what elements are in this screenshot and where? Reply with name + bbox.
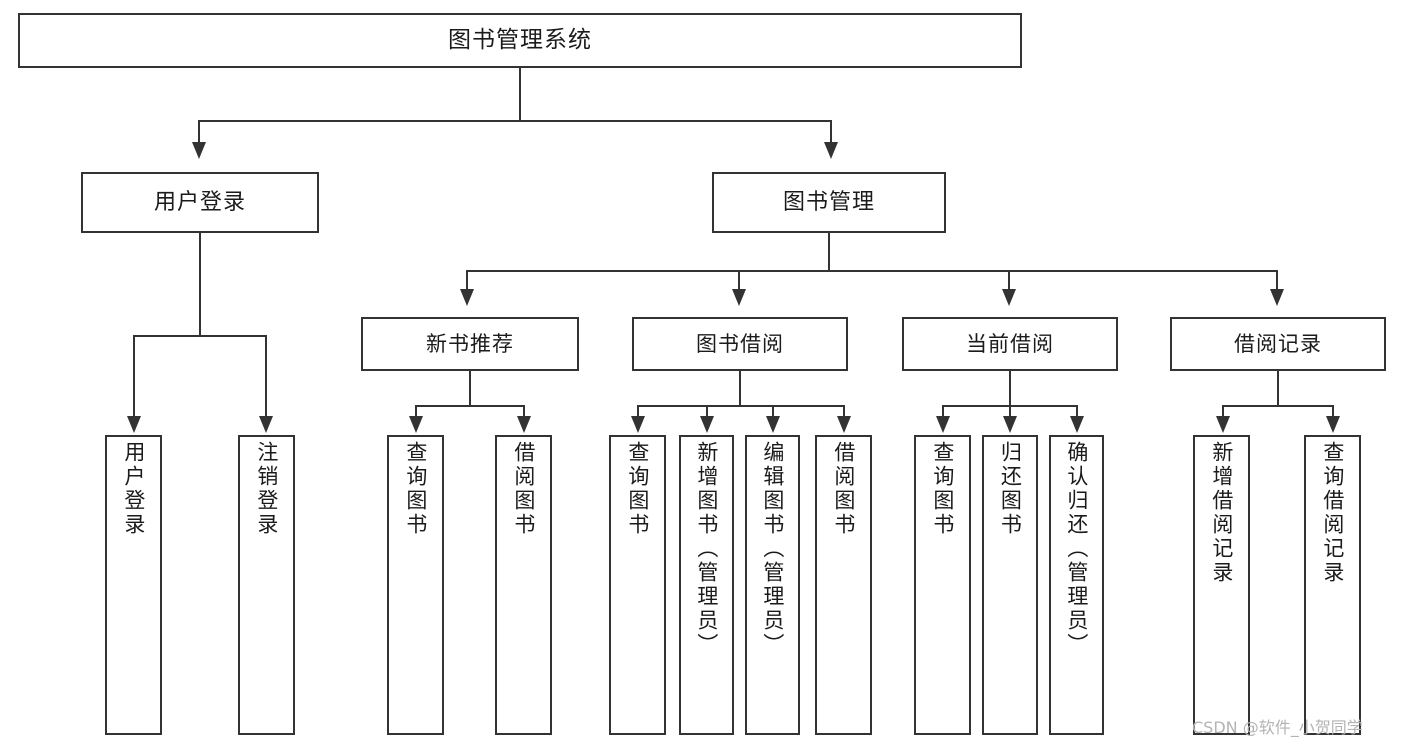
- arrowhead-leaf-logout: [259, 416, 273, 433]
- connector-book-borrow-drop-3: [772, 405, 774, 419]
- leaf-query-borrow-record[interactable]: 查询借阅记录: [1304, 435, 1361, 735]
- arrowhead-leaf-confirm-return: [1070, 416, 1084, 433]
- node-label: 用户登录: [153, 189, 246, 215]
- node-label: 编辑图书（管理员）: [760, 441, 785, 657]
- arrowhead-book-management: [824, 142, 838, 159]
- arrowhead-leaf-borrow-book-2: [837, 416, 851, 433]
- connector-book-borrow-drop-1: [637, 405, 639, 419]
- connector-current-borrow-stem: [1009, 371, 1011, 407]
- leaf-borrow-book[interactable]: 借阅图书: [815, 435, 872, 735]
- connector-level3-drop-book-borrow: [738, 270, 740, 292]
- leaf-confirm-return-admin[interactable]: 确认归还（管理员）: [1049, 435, 1104, 735]
- connector-root-stem: [519, 68, 521, 120]
- arrowhead-leaf-edit-book: [766, 416, 780, 433]
- node-label: 注销登录: [254, 441, 279, 537]
- arrowhead-leaf-return-book: [1003, 416, 1017, 433]
- connector-level3-bar: [466, 270, 1278, 272]
- arrowhead-leaf-add-book: [700, 416, 714, 433]
- arrowhead-new-book-recommend: [460, 289, 474, 306]
- node-label: 确认归还（管理员）: [1064, 441, 1089, 657]
- node-book-management[interactable]: 图书管理: [712, 172, 946, 233]
- connector-current-borrow-drop-3: [1076, 405, 1078, 419]
- leaf-return-book[interactable]: 归还图书: [982, 435, 1038, 735]
- node-label: 图书借阅: [696, 331, 784, 356]
- node-label: 查询图书: [625, 441, 650, 537]
- node-label: 新书推荐: [426, 331, 514, 356]
- node-label: 借阅记录: [1234, 331, 1322, 356]
- connector-user-login-drop-2: [265, 335, 267, 419]
- connector-book-management-stem: [828, 233, 830, 270]
- connector-level3-drop-borrow-records: [1276, 270, 1278, 292]
- connector-book-borrow-drop-2: [706, 405, 708, 419]
- connector-current-borrow-drop-2: [1009, 405, 1011, 419]
- connector-level2-drop-user-login: [198, 120, 200, 146]
- node-current-borrow[interactable]: 当前借阅: [902, 317, 1118, 371]
- leaf-query-book-borrow[interactable]: 查询图书: [609, 435, 666, 735]
- leaf-user-login[interactable]: 用户登录: [105, 435, 162, 735]
- node-label: 图书管理: [782, 189, 875, 215]
- arrowhead-borrow-records: [1270, 289, 1284, 306]
- leaf-edit-book-admin[interactable]: 编辑图书（管理员）: [745, 435, 800, 735]
- csdn-watermark: CSDN @软件_小贺同学: [1192, 718, 1363, 737]
- node-label: 借阅图书: [511, 441, 536, 537]
- node-label: 当前借阅: [966, 331, 1054, 356]
- connector-borrow-records-drop-2: [1332, 405, 1334, 419]
- node-borrow-records[interactable]: 借阅记录: [1170, 317, 1386, 371]
- connector-user-login-bar: [133, 335, 267, 337]
- connector-level3-drop-new-book: [466, 270, 468, 292]
- connector-borrow-records-stem: [1277, 371, 1279, 407]
- connector-book-borrow-stem: [739, 371, 741, 407]
- node-new-book-recommend[interactable]: 新书推荐: [361, 317, 579, 371]
- arrowhead-leaf-add-record: [1216, 416, 1230, 433]
- node-label: 归还图书: [998, 441, 1023, 537]
- leaf-add-book-admin[interactable]: 新增图书（管理员）: [679, 435, 734, 735]
- node-label: 用户登录: [121, 441, 146, 537]
- arrowhead-user-login: [192, 142, 206, 159]
- leaf-query-book-current[interactable]: 查询图书: [914, 435, 971, 735]
- connector-new-book-bar: [415, 405, 525, 407]
- node-book-borrow[interactable]: 图书借阅: [632, 317, 848, 371]
- leaf-query-book-new-recommend[interactable]: 查询图书: [387, 435, 444, 735]
- connector-borrow-records-bar: [1222, 405, 1334, 407]
- arrowhead-leaf-user-login: [127, 416, 141, 433]
- node-label: 查询借阅记录: [1320, 441, 1345, 585]
- node-label: 查询图书: [930, 441, 955, 537]
- arrowhead-leaf-query-book-1: [409, 416, 423, 433]
- arrowhead-leaf-query-book-2: [631, 416, 645, 433]
- connector-level2-drop-book-management: [830, 120, 832, 146]
- arrowhead-book-borrow: [732, 289, 746, 306]
- connector-borrow-records-drop-1: [1222, 405, 1224, 419]
- node-label: 借阅图书: [831, 441, 856, 537]
- leaf-add-borrow-record[interactable]: 新增借阅记录: [1193, 435, 1250, 735]
- connector-level2-bar: [198, 120, 832, 122]
- connector-level3-drop-current-borrow: [1008, 270, 1010, 292]
- arrowhead-leaf-query-record: [1326, 416, 1340, 433]
- connector-current-borrow-drop-1: [942, 405, 944, 419]
- connector-user-login-drop-1: [133, 335, 135, 419]
- connector-book-borrow-drop-4: [843, 405, 845, 419]
- leaf-logout[interactable]: 注销登录: [238, 435, 295, 735]
- node-root-book-management-system[interactable]: 图书管理系统: [18, 13, 1022, 68]
- connector-new-book-drop-2: [523, 405, 525, 419]
- connector-new-book-drop-1: [415, 405, 417, 419]
- node-label: 新增图书（管理员）: [694, 441, 719, 657]
- node-label: 图书管理系统: [448, 27, 592, 54]
- node-label: 查询图书: [403, 441, 428, 537]
- arrowhead-current-borrow: [1002, 289, 1016, 306]
- connector-user-login-stem: [199, 233, 201, 335]
- arrowhead-leaf-query-book-3: [936, 416, 950, 433]
- node-label: 新增借阅记录: [1209, 441, 1234, 585]
- connector-book-borrow-bar: [637, 405, 845, 407]
- connector-new-book-stem: [469, 371, 471, 407]
- arrowhead-leaf-borrow-book-1: [517, 416, 531, 433]
- leaf-borrow-book-new-recommend[interactable]: 借阅图书: [495, 435, 552, 735]
- node-user-login[interactable]: 用户登录: [81, 172, 319, 233]
